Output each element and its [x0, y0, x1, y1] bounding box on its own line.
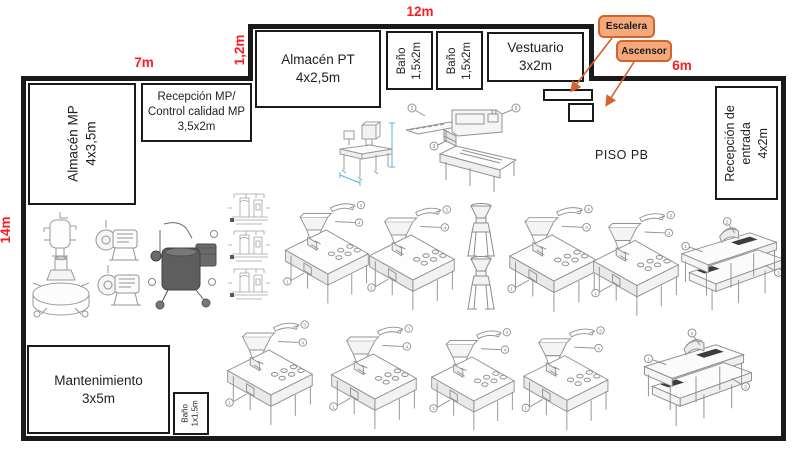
schematic-illustration — [226, 227, 272, 265]
conveyor-hopper-illustration — [424, 324, 520, 434]
darktank-illustration — [146, 220, 220, 312]
flat-conveyor-illustration — [640, 325, 752, 432]
wall-mid-vertical — [589, 24, 594, 81]
wall-top-right — [589, 76, 786, 81]
schematic-illustration — [226, 190, 272, 228]
floor-label: PISO PB — [595, 148, 649, 162]
pump-illustration — [93, 218, 141, 264]
stairs-rect — [543, 89, 593, 101]
wall-right — [781, 76, 786, 441]
conveyor-hopper-illustration — [364, 201, 458, 314]
wall-top-left — [21, 76, 253, 81]
conveyor-hopper-illustration — [280, 196, 372, 308]
mill-illustration — [463, 202, 499, 260]
conveyor-hopper-illustration — [326, 320, 420, 433]
schematic-illustration — [226, 265, 272, 303]
pump-illustration — [95, 263, 143, 309]
checkweigher-illustration — [336, 116, 398, 186]
callout-escalera: Escalera — [598, 15, 655, 38]
conveyor-hopper-illustration — [516, 322, 614, 434]
callout-ascensor: Ascensor — [616, 40, 672, 62]
dimension-14m: 14m — [0, 216, 13, 244]
wrapper-illustration — [404, 100, 524, 194]
conveyor-hopper-illustration — [588, 206, 682, 320]
elevator-rect — [568, 103, 594, 122]
wall-left — [21, 76, 26, 441]
wall-bottom — [21, 436, 786, 441]
conveyor-hopper-illustration — [504, 200, 600, 316]
wall-step — [248, 24, 253, 81]
dimension-12m: 12m — [406, 4, 434, 19]
dimension-1-2m: 1,2m — [232, 34, 247, 66]
mill-illustration — [463, 255, 499, 313]
tank-illustration — [38, 210, 82, 262]
flat-conveyor-illustration — [678, 210, 784, 320]
conveyor-hopper-illustration — [222, 315, 316, 430]
dimension-7m: 7m — [134, 55, 154, 70]
mixer-illustration — [27, 256, 95, 320]
wall-top-main — [248, 24, 594, 29]
dimension-6m: 6m — [672, 58, 692, 73]
